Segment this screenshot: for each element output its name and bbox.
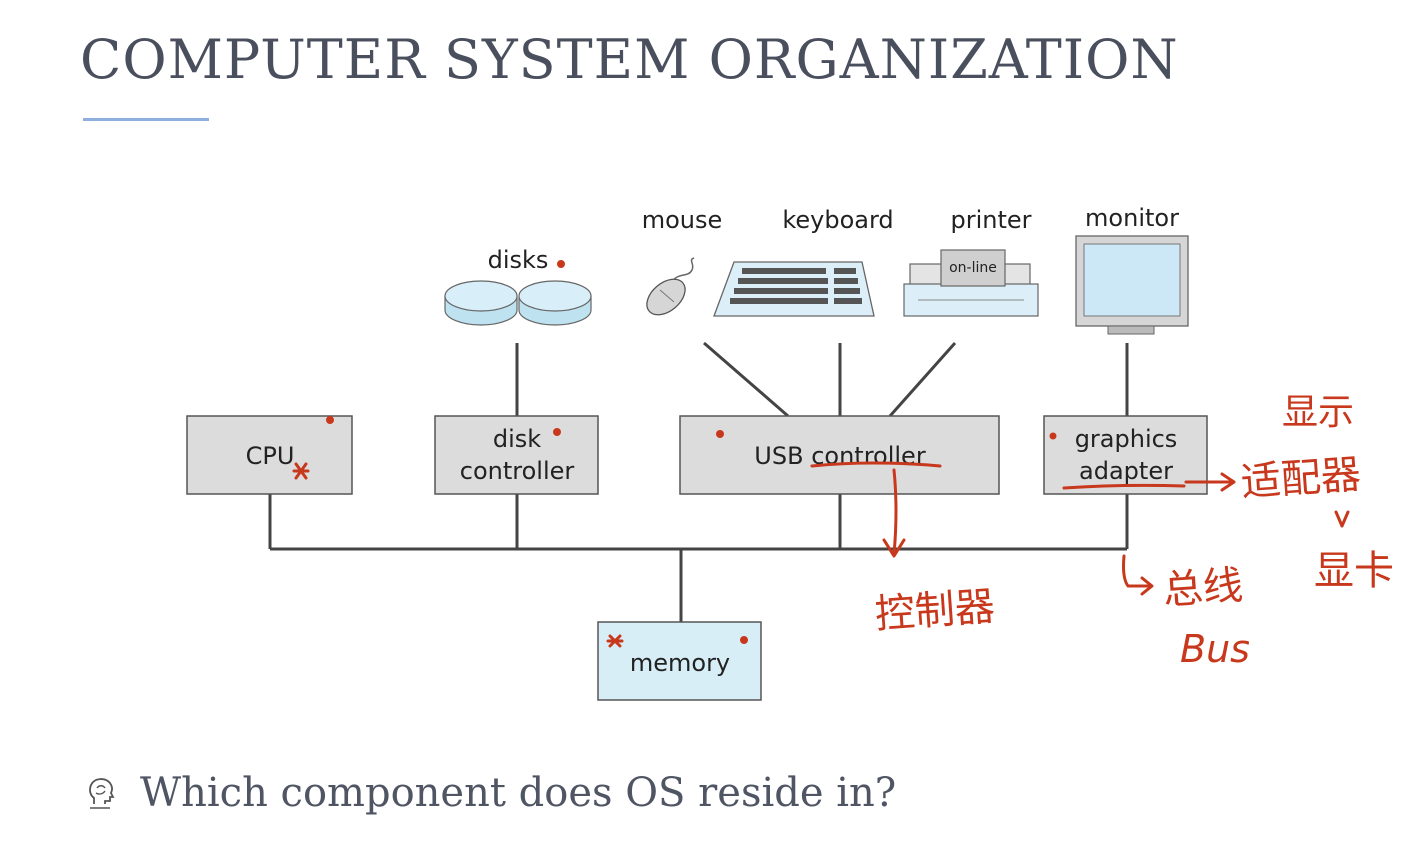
handwritten-notes: 控制器 总线 Bus 显示 适配器 显卡 — [873, 392, 1394, 671]
adapter-note-line1: 显示 — [1282, 392, 1354, 433]
printer-label: printer — [950, 206, 1031, 234]
bus-lines — [268, 341, 1129, 622]
graphics-adapter-box: graphics adapter — [1043, 415, 1208, 495]
disks-icon — [444, 280, 592, 326]
printer-screen-label: on-line — [949, 260, 997, 276]
printer-icon: on-line — [903, 249, 1039, 317]
monitor-label: monitor — [1085, 204, 1179, 232]
graphics-adapter-label-line1: graphics — [1075, 425, 1178, 453]
red-ink-marks — [292, 260, 1350, 648]
adapter-note-line2: 适配器 — [1239, 452, 1362, 506]
graphics-adapter-label-line2: adapter — [1079, 457, 1173, 485]
monitor-icon — [1075, 235, 1189, 335]
usb-controller-box: USB controller — [679, 415, 1000, 495]
question-text: Which component does OS reside in? — [140, 770, 897, 816]
bus-note-cn: 总线 — [1161, 563, 1244, 614]
question-row: Which component does OS reside in? — [86, 770, 896, 816]
bus-note-en: Bus — [1180, 627, 1250, 671]
brain-head-icon — [89, 778, 115, 809]
adapter-note-sub: 显卡 — [1314, 548, 1394, 594]
cpu-label: CPU — [246, 442, 295, 470]
keyboard-label: keyboard — [782, 206, 893, 234]
page-title: COMPUTER SYSTEM ORGANIZATION — [80, 28, 1179, 91]
cpu-box: CPU — [186, 415, 353, 495]
usb-controller-label: USB controller — [754, 442, 926, 470]
disk-controller-box: disk controller — [434, 415, 599, 495]
disk-controller-label-line1: disk — [493, 425, 541, 453]
memory-box: memory — [597, 621, 762, 701]
memory-label: memory — [630, 649, 730, 677]
keyboard-icon — [713, 261, 875, 317]
disks-label: disks — [488, 246, 549, 274]
mouse-icon — [646, 257, 695, 316]
disk-controller-label-line2: controller — [460, 457, 575, 485]
mouse-label: mouse — [642, 206, 723, 234]
controller-note: 控制器 — [873, 584, 996, 638]
title-underline — [83, 118, 209, 121]
